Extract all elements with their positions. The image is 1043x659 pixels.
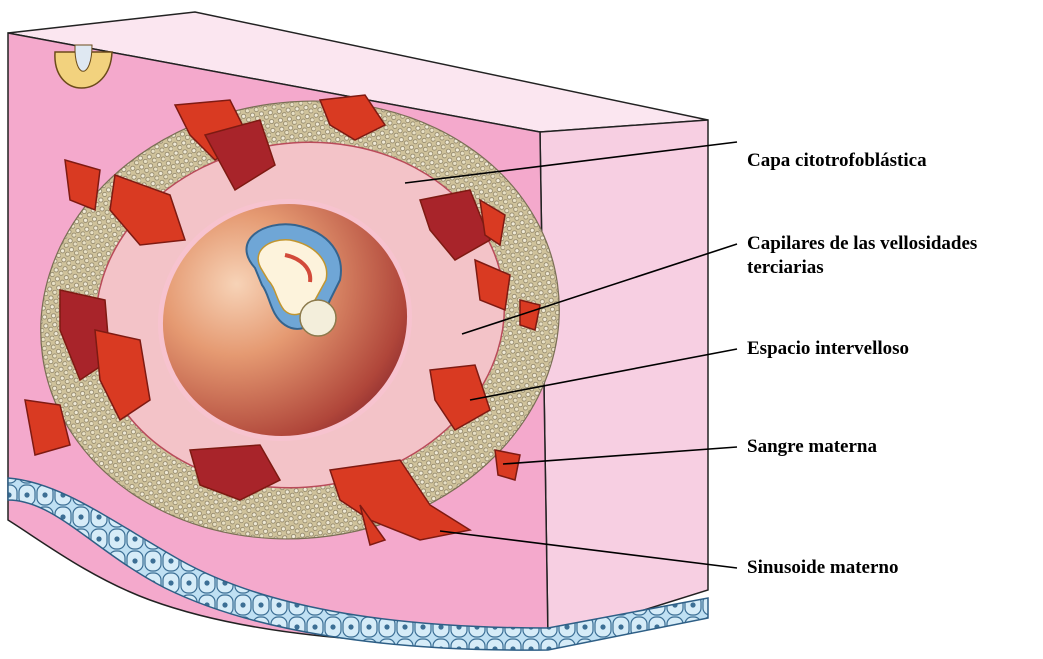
label-espacio-intervelloso: Espacio intervelloso (747, 337, 909, 361)
label-capilares-line1: Capilares de las vellosidades (747, 232, 977, 256)
label-capilares-line2: terciarias (747, 256, 824, 280)
label-capa-citotrofoblastica: Capa citotrofoblástica (747, 149, 927, 173)
label-sinusoide-materno: Sinusoide materno (747, 556, 899, 580)
label-sangre-materna: Sangre materna (747, 435, 877, 459)
